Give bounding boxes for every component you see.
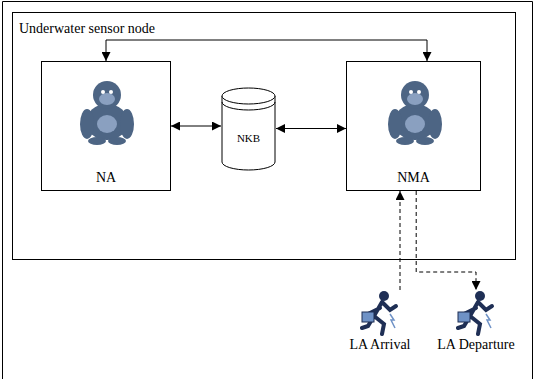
agent-foot [108,137,126,145]
migration-arrow [416,191,476,290]
sensor-node-boundary: NA NKB NMA Underwater sensor node [12,12,516,260]
frame-line [3,2,533,379]
cylinder-top [222,88,275,104]
agent-chest [405,115,425,133]
mobile-agent: LA Departure [430,290,522,353]
runner-icon [456,290,496,336]
node-label: NA [96,170,116,186]
container-title: Underwater sensor node [19,21,515,37]
node-label: NMA [397,170,430,186]
agent-arm [120,109,134,139]
agent-eye [417,90,421,94]
agent-face [407,93,423,105]
interaction-arrow [106,40,427,61]
runner-head [475,291,485,301]
agent-head [93,81,121,109]
agent-chest [97,115,117,133]
agent-foot [416,137,434,145]
runner-icon [360,290,400,336]
agent-arm [80,109,94,139]
agent-eye [109,90,113,94]
cylinder-rim [222,102,275,110]
lightning-mark [486,314,491,328]
agent-foot [88,137,106,145]
lightning-mark [390,314,395,328]
agent-eye [101,90,105,94]
cylinder-shape [221,86,276,171]
agent-arm [388,109,402,139]
agent-eye [409,90,413,94]
interaction-arrow [276,128,346,129]
agent-icon [75,74,139,146]
mobile-agent: LA Arrival [340,290,420,353]
agent-box: NA [41,61,171,191]
agent-arm [428,109,442,139]
interaction-arrow [171,126,221,127]
node-label: LA Arrival [349,337,410,353]
agent-face [99,93,115,105]
agent-head [401,81,429,109]
briefcase [458,312,470,322]
agent-foot [396,137,414,145]
cylinder-body [222,96,275,170]
runner-head [379,291,389,301]
node-label: LA Departure [437,337,514,353]
node-label: NKB [237,132,260,145]
briefcase [362,312,374,322]
knowledge-base-cylinder: NKB [221,86,276,171]
agent-icon [383,74,447,146]
agent-box: NMA [346,61,481,191]
migration-arrow [400,191,401,290]
